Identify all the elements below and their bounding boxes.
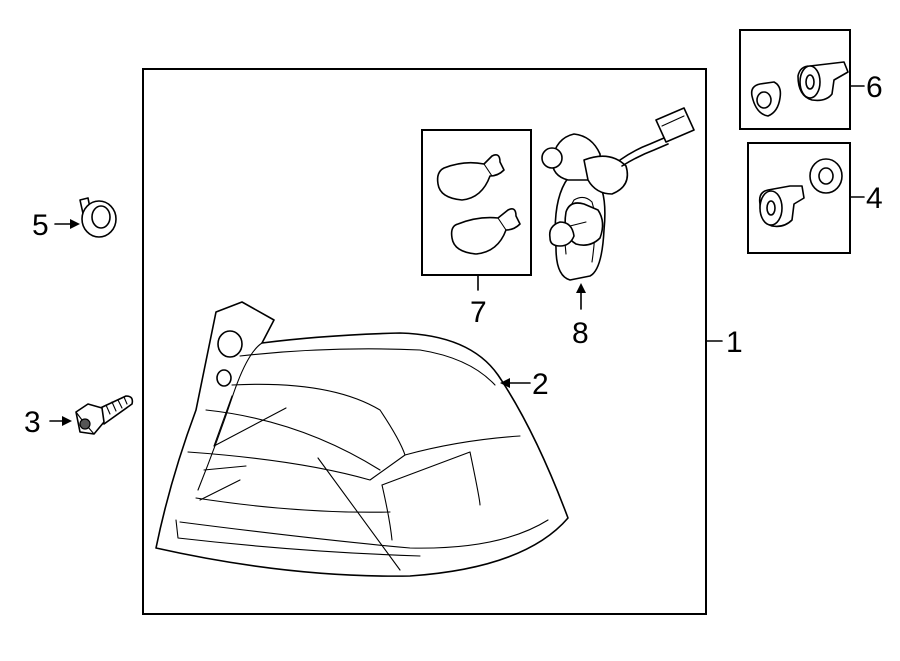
nut <box>750 81 782 117</box>
callout-3: 3 <box>24 406 41 439</box>
callout-2: 2 <box>532 368 549 401</box>
bulb-box <box>421 129 532 276</box>
callout-8: 8 <box>572 317 589 350</box>
callout-5: 5 <box>32 209 49 242</box>
bolt <box>75 395 134 435</box>
nut-box <box>739 29 851 130</box>
washer <box>809 158 843 194</box>
bulb-lower <box>450 208 521 255</box>
callout-1: 1 <box>726 326 743 359</box>
callout-4: 4 <box>866 182 883 215</box>
socket-harness <box>541 107 695 281</box>
callout-6: 6 <box>866 71 883 104</box>
push-pin <box>797 61 849 102</box>
callout-7: 7 <box>470 296 487 329</box>
grommet <box>79 197 117 238</box>
tail-lamp-lens <box>155 301 569 577</box>
bulb-upper <box>436 154 505 201</box>
screw <box>758 185 805 228</box>
screw-box <box>747 142 851 254</box>
